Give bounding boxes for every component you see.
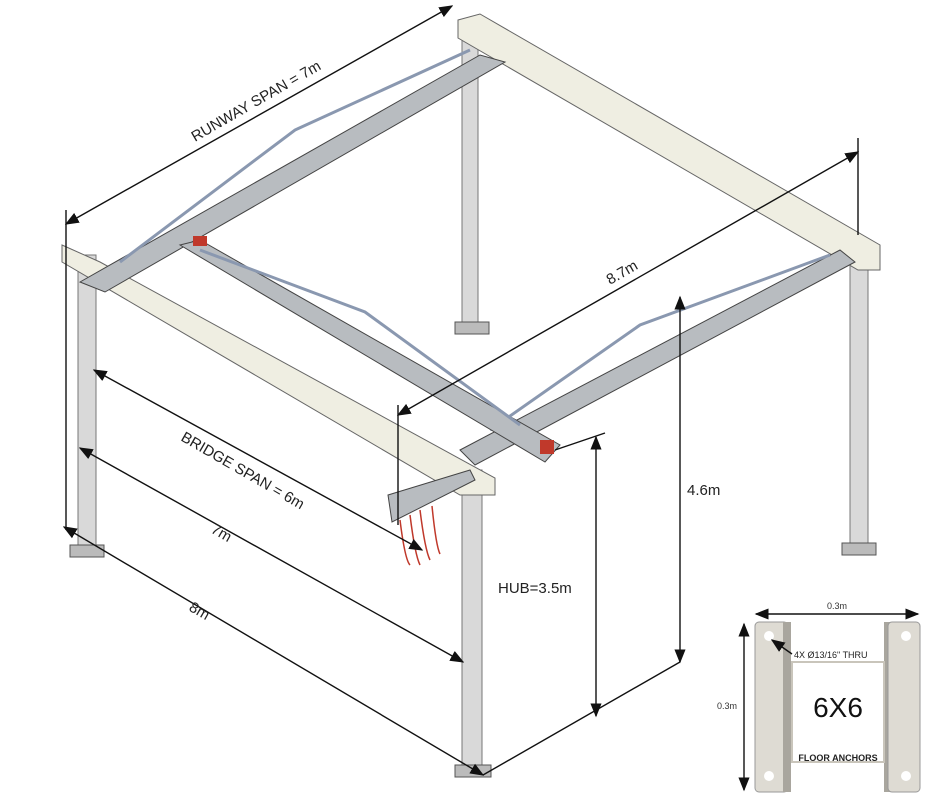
diagonal-label: 8.7m [604, 257, 641, 288]
hole [901, 631, 911, 641]
runway-span-label: RUNWAY SPAN = 7m [189, 57, 324, 145]
base-plate [69, 544, 105, 558]
end-truck [193, 236, 207, 246]
base-plate [841, 542, 877, 556]
post-right [849, 261, 869, 553]
height-label: 4.6m [687, 482, 720, 499]
dimension-lines [62, 5, 860, 776]
post-front [461, 469, 483, 776]
hole-note: 4X Ø13/16" THRU [794, 650, 868, 660]
base-plate [454, 764, 492, 778]
anchor-plate-right [887, 621, 921, 793]
beam-front [61, 244, 496, 496]
anchor-size: 6X6 [813, 692, 863, 723]
hole [764, 771, 774, 781]
diagonal-line [396, 151, 860, 416]
bridge [178, 236, 561, 566]
anchor-width-label: 0.3m [827, 601, 847, 611]
post-left [77, 254, 97, 556]
hole [764, 631, 774, 641]
hub-label: HUB=3.5m [498, 580, 572, 597]
base-plate [454, 321, 490, 335]
bridge-span-label: BRIDGE SPAN = 6m [178, 429, 307, 513]
hole [901, 771, 911, 781]
bridge-span-line [92, 369, 424, 551]
runway-left [78, 54, 507, 293]
length-line [62, 526, 485, 776]
length-label: 8m [186, 599, 213, 624]
width-label: 7m [208, 521, 235, 546]
beam-back [457, 13, 881, 271]
anchor-height-label: 0.3m [717, 701, 737, 711]
truss-right [489, 253, 831, 432]
anchor-title: FLOOR ANCHORS [798, 753, 877, 763]
runway-span-line [64, 5, 454, 225]
end-truck [540, 440, 554, 454]
floor-anchor-inset: 0.3m 0.3m 4X Ø13/16" THRU 6X6 FLOOR ANCH… [717, 601, 921, 793]
post-footprint [791, 661, 885, 763]
